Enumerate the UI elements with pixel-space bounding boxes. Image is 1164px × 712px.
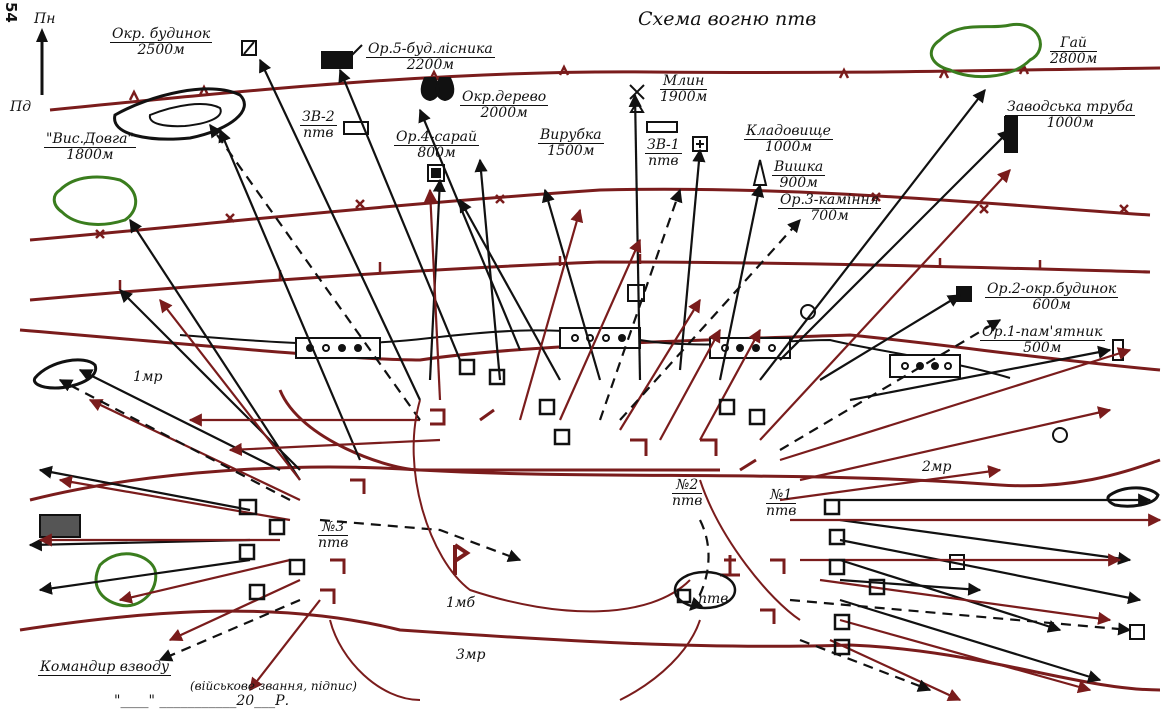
woods-icon xyxy=(52,175,138,226)
area-3mr: 3мр xyxy=(456,647,486,663)
obstacle-line xyxy=(179,327,1011,379)
tank-obstacle-icon xyxy=(39,514,81,538)
position-marks xyxy=(238,358,886,656)
sun-icon xyxy=(1052,427,1068,443)
map-title: Схема вогню птв xyxy=(638,8,817,30)
landmark-height: "Вис.Довга"1800м xyxy=(44,131,136,163)
area-boundaries xyxy=(329,399,801,701)
north-arrow-icon xyxy=(36,28,48,95)
footer-date-line: "____" ___________20___Р. xyxy=(114,693,290,709)
footer-commander: Командир взводу xyxy=(38,659,172,676)
compass-south: Пд xyxy=(10,99,32,115)
tower-icon xyxy=(752,159,768,186)
area-1mb: 1мб xyxy=(446,595,476,611)
fire-lines-red xyxy=(38,169,1162,702)
fire-lines-black xyxy=(28,58,1152,683)
fire-lines-dashed xyxy=(58,123,1132,692)
gun-position-icon xyxy=(1129,624,1145,640)
reference-lines xyxy=(19,66,1161,692)
factory-icon xyxy=(1004,116,1018,153)
area-1mr: 1мр xyxy=(133,369,163,385)
mill-icon xyxy=(629,84,645,113)
footer-rank-sign: (військове звання, підпис) xyxy=(190,679,357,693)
sector-icon xyxy=(646,121,678,133)
compass-north: Пн xyxy=(34,11,56,27)
page-number: 54 xyxy=(2,2,20,23)
height-icon xyxy=(113,87,246,141)
weapon-positions xyxy=(320,408,786,624)
monument-icon xyxy=(1112,339,1124,361)
height-inner-icon xyxy=(148,103,222,128)
gun-position-icon xyxy=(627,284,645,302)
reference-ticks xyxy=(95,63,1129,290)
tree-icon xyxy=(420,77,455,102)
woods-icon xyxy=(94,552,158,608)
house-near-icon xyxy=(956,286,972,302)
grove-icon xyxy=(929,22,1042,79)
forester-house-icon xyxy=(321,51,353,69)
area-ptv: птв xyxy=(698,591,729,607)
area-2mr: 2мр xyxy=(922,459,952,475)
terrain-symbols xyxy=(32,22,1160,608)
hill-icon xyxy=(1106,486,1160,508)
